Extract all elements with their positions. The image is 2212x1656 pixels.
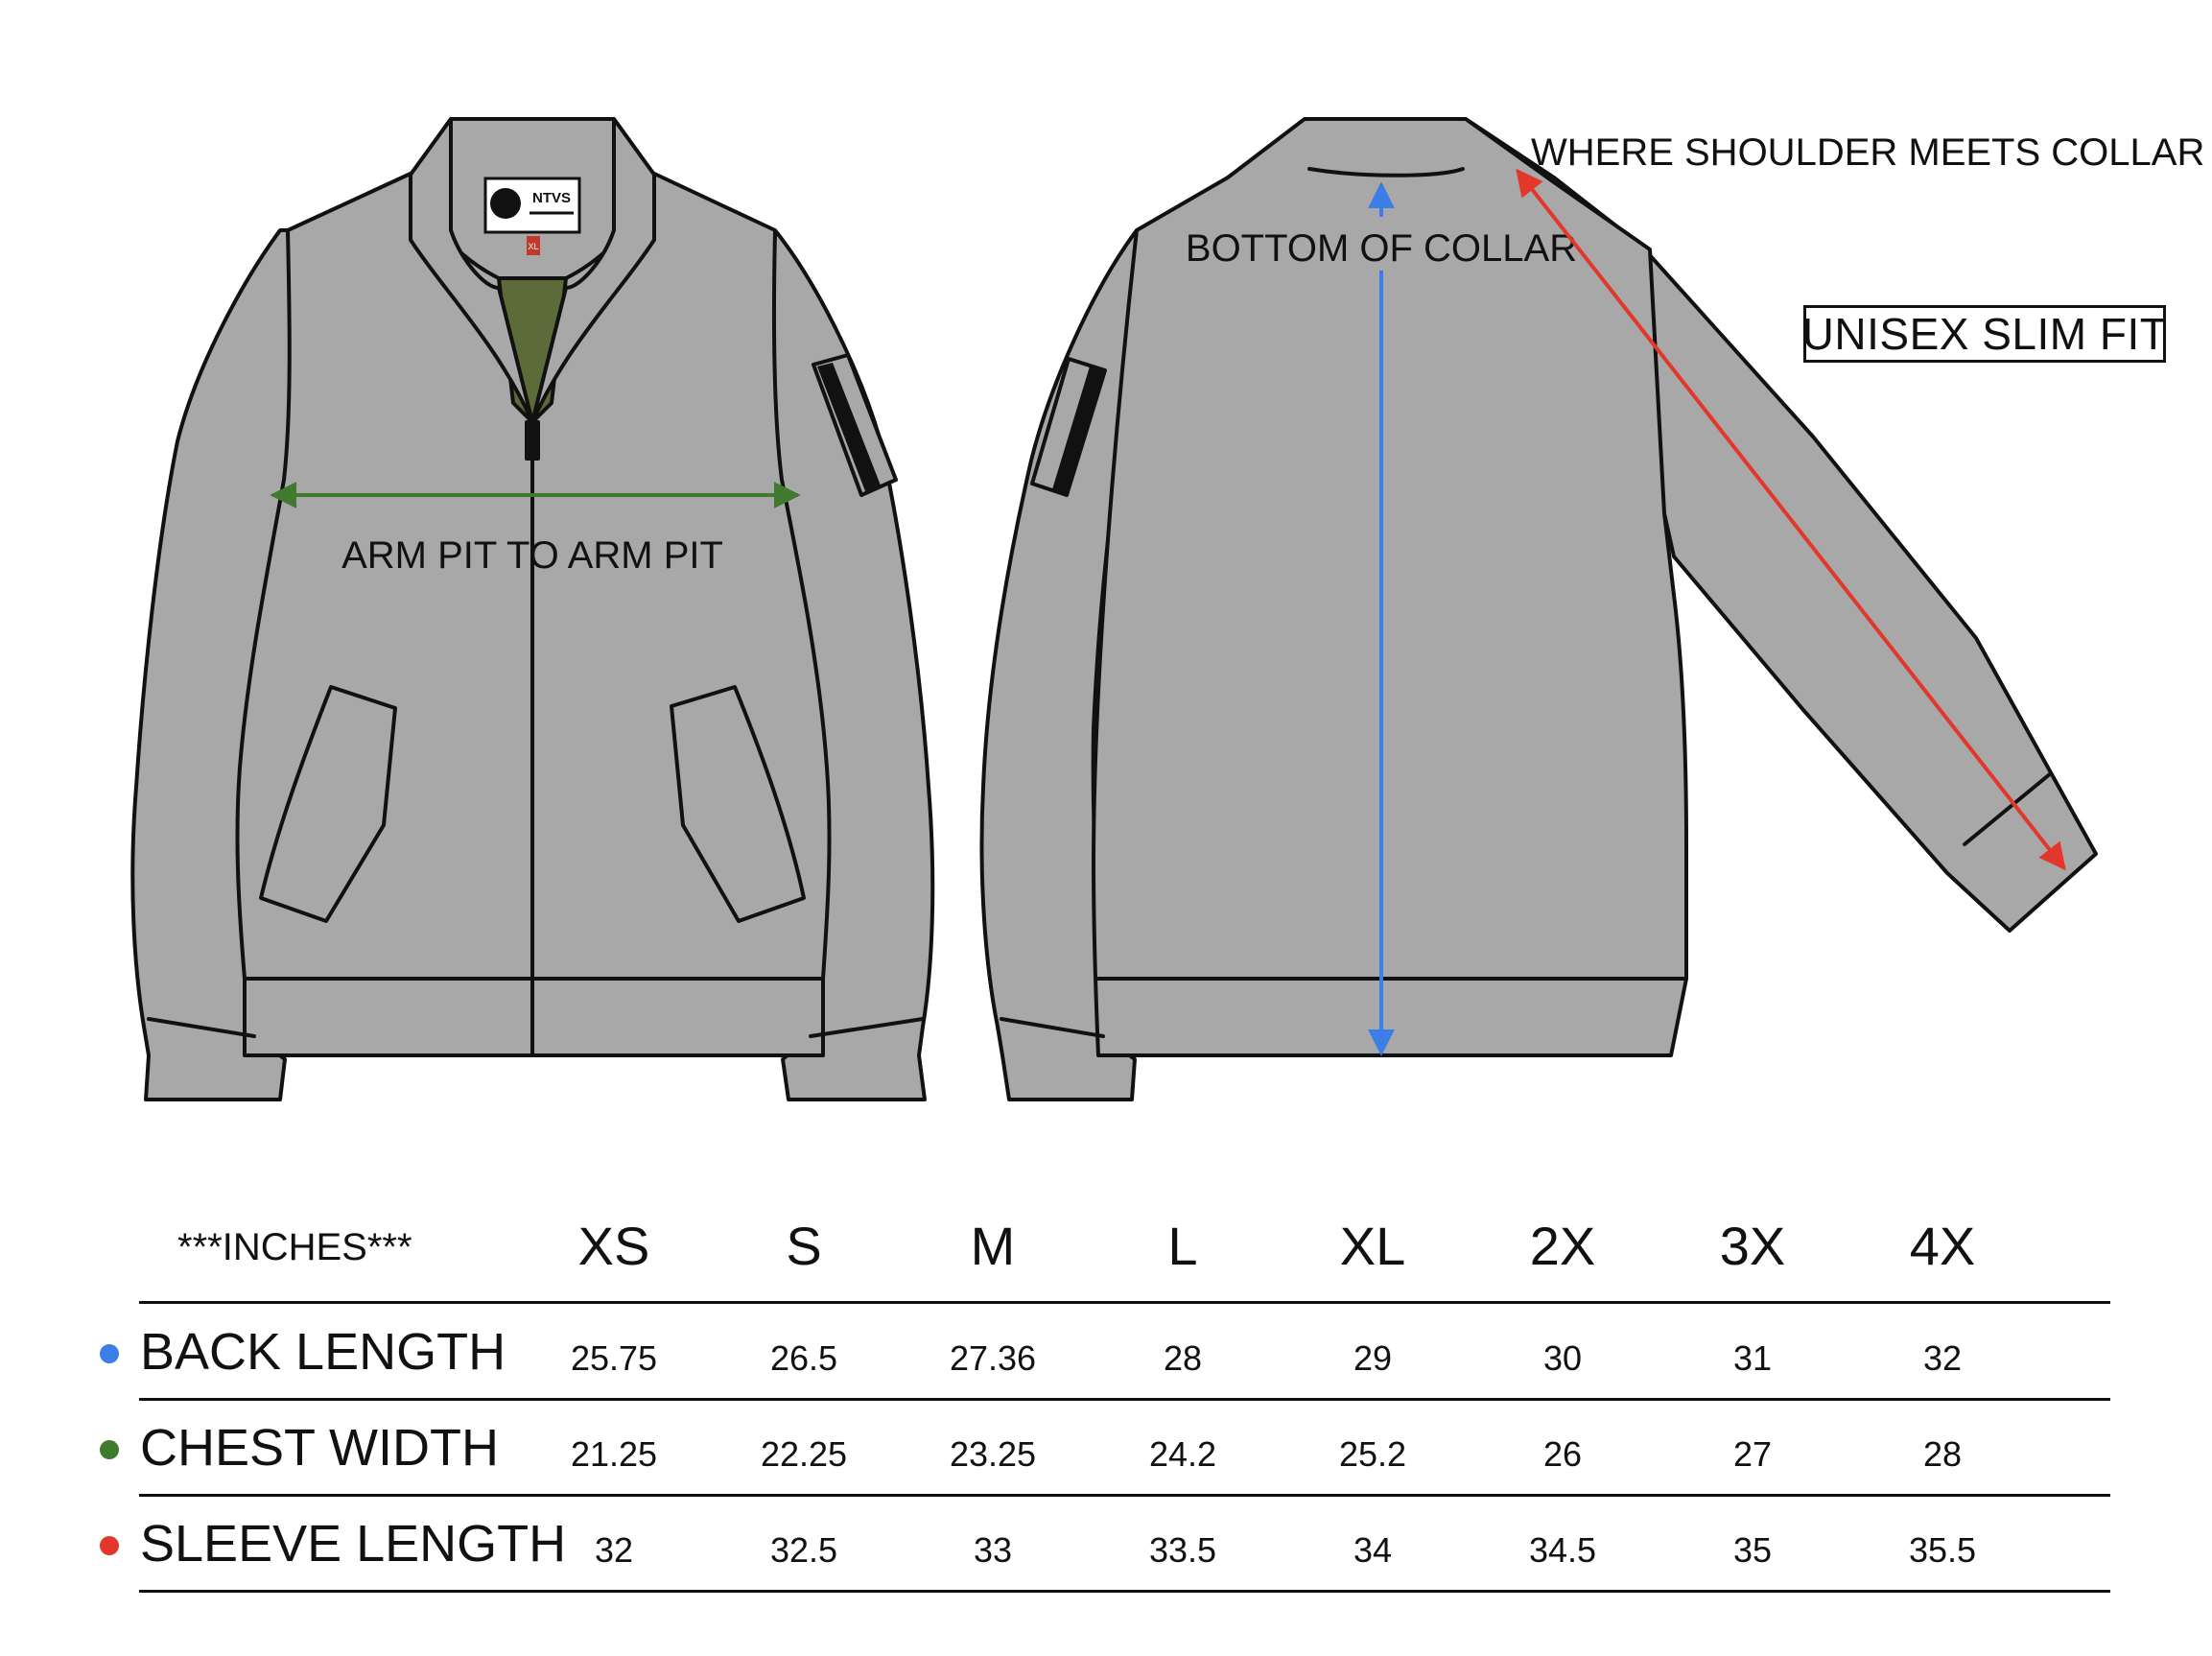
table-cell: 30 xyxy=(1542,1338,1583,1378)
back-sleeve-patch-stripe xyxy=(1052,367,1105,494)
row-label-sleeve-length: SLEEVE LENGTH xyxy=(140,1515,567,1573)
front-collar-right xyxy=(530,117,656,424)
table-cell: 31 xyxy=(1732,1338,1773,1378)
row-label-back-length: BACK LENGTH xyxy=(140,1323,506,1381)
table-cell: 34.5 xyxy=(1528,1530,1597,1570)
tag-brand-text: NTVS xyxy=(532,190,571,206)
sleeve-length-dot xyxy=(100,1536,119,1555)
back-collar-seam xyxy=(1307,167,1465,177)
table-cell: 35.5 xyxy=(1908,1530,1977,1570)
table-cell: 32.5 xyxy=(769,1530,838,1570)
zipper-pull xyxy=(525,420,540,461)
table-cell: 27.36 xyxy=(949,1338,1037,1378)
table-cell: 35 xyxy=(1732,1530,1773,1570)
neck-tag: NTVS XL xyxy=(483,177,581,255)
size-header: M xyxy=(970,1216,1016,1276)
table-cell: 22.25 xyxy=(760,1434,848,1474)
table-cell: 26.5 xyxy=(769,1338,838,1378)
table-cell: 28 xyxy=(1163,1338,1203,1378)
front-left-pocket xyxy=(259,685,397,923)
table-cell: 32 xyxy=(1922,1338,1963,1378)
sleeve-length-arrow xyxy=(1516,168,2066,871)
size-header: L xyxy=(1167,1216,1198,1276)
table-divider xyxy=(139,1301,2110,1304)
table-cell: 27 xyxy=(1732,1434,1773,1474)
back-length-dot xyxy=(100,1344,119,1363)
size-header: S xyxy=(786,1216,822,1276)
table-cell: 23.25 xyxy=(949,1434,1037,1474)
table-cell: 32 xyxy=(594,1530,634,1570)
table-cell: 28 xyxy=(1922,1434,1963,1474)
back-left-sleeve xyxy=(979,228,1139,1101)
front-left-cuff-seam xyxy=(147,1017,256,1038)
bottom-of-collar-label: BOTTOM OF COLLAR xyxy=(1186,227,1577,270)
size-header: XS xyxy=(577,1216,650,1276)
table-divider xyxy=(139,1398,2110,1401)
front-right-cuff-seam xyxy=(809,1017,925,1038)
front-collar-left xyxy=(409,117,534,424)
size-header: 4X xyxy=(1909,1216,1976,1276)
collar-label-backdrop xyxy=(1197,217,1567,271)
jacket-front-view xyxy=(130,117,935,1101)
arm-pit-label: ARM PIT TO ARM PIT xyxy=(341,534,723,577)
table-cell: 21.25 xyxy=(570,1434,658,1474)
table-cell: 29 xyxy=(1353,1338,1393,1378)
units-label: ***INCHES*** xyxy=(177,1226,412,1268)
back-left-cuff-seam xyxy=(1000,1017,1105,1038)
chest-width-dot xyxy=(100,1440,119,1459)
size-header: 2X xyxy=(1529,1216,1596,1276)
table-cell: 25.75 xyxy=(570,1338,658,1378)
front-sleeve-patch-stripe xyxy=(817,363,881,491)
size-chart-table: ***INCHES*** XS S M L XL 2X 3X 4X BACK L… xyxy=(0,1180,2212,1602)
table-cell: 33.5 xyxy=(1148,1530,1217,1570)
fit-badge: UNISEX SLIM FIT xyxy=(1802,305,2167,363)
shoulder-collar-label: WHERE SHOULDER MEETS COLLAR xyxy=(1531,131,2204,174)
table-cell: 34 xyxy=(1353,1530,1393,1570)
table-divider xyxy=(139,1590,2110,1593)
table-cell: 33 xyxy=(973,1530,1013,1570)
front-right-pocket xyxy=(670,685,806,923)
table-cell: 26 xyxy=(1542,1434,1583,1474)
size-header: XL xyxy=(1339,1216,1406,1276)
table-cell: 25.2 xyxy=(1338,1434,1407,1474)
row-label-chest-width: CHEST WIDTH xyxy=(140,1419,499,1477)
size-header: 3X xyxy=(1719,1216,1786,1276)
tag-size-text: XL xyxy=(528,242,538,251)
table-divider xyxy=(139,1494,2110,1497)
table-cell: 24.2 xyxy=(1148,1434,1217,1474)
